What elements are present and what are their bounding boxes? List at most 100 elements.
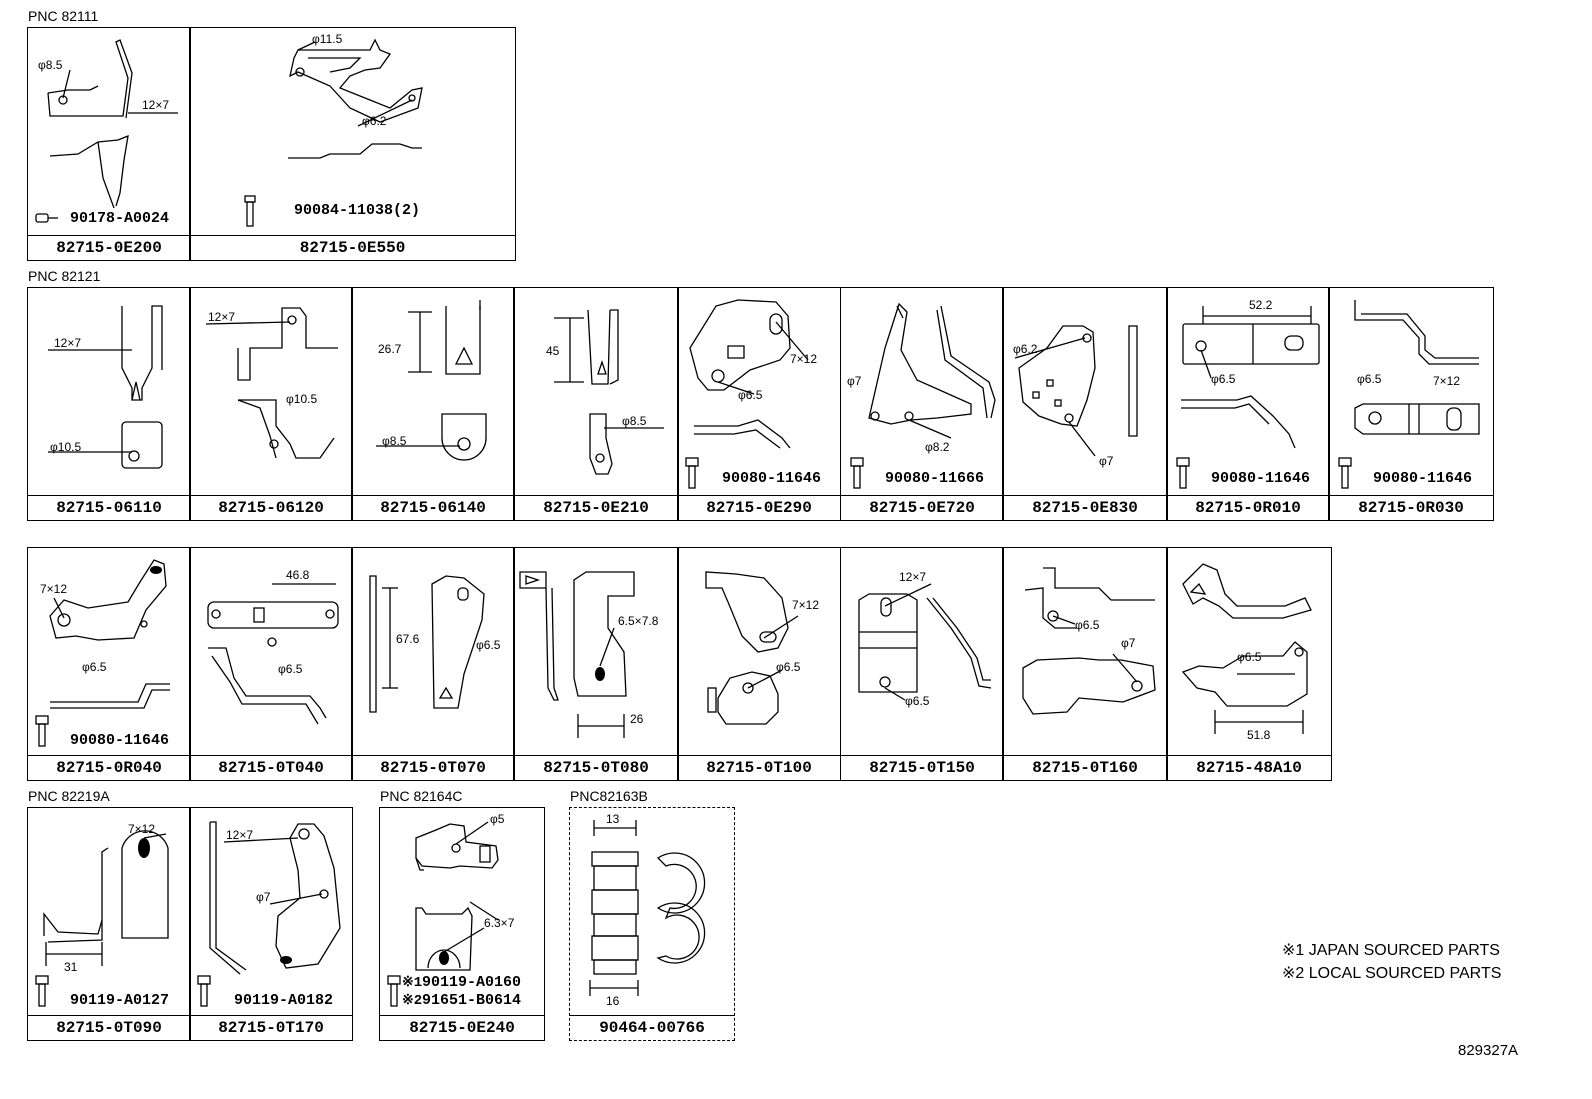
dim-label: 12×7	[208, 310, 236, 324]
dim-label: φ6.2	[362, 114, 387, 128]
part-number-label: 82715-0E240	[380, 1015, 544, 1040]
dim-label: φ6.5	[776, 660, 801, 674]
dim-label: 67.6	[396, 632, 420, 646]
dim-label: 45	[546, 344, 560, 358]
part-cell-82715-0t090[interactable]: 7×12 31 90119-A0127 82715-0T090	[27, 807, 191, 1041]
part-cell-90464-00766[interactable]: 13 16 90464-00766	[569, 807, 735, 1041]
dim-label: φ6.5	[905, 694, 930, 708]
dim-label: φ11.5	[312, 32, 343, 46]
bolt-part-number: 90119-A0160	[422, 974, 522, 991]
dim-label: 7×12	[128, 822, 156, 836]
bracket-drawing	[1181, 563, 1312, 734]
dim-label: φ5	[490, 812, 505, 826]
part-cell-82715-0r010[interactable]: 52.2 φ6.5 90080-11646 82715-0R010	[1166, 287, 1330, 521]
part-cell-82715-48a10[interactable]: φ6.5 51.8 82715-48A10	[1166, 547, 1332, 781]
part-number-label: 82715-0E830	[1003, 495, 1167, 520]
dim-label: 13	[606, 812, 620, 826]
dim-label: 6.5×7.8	[618, 614, 659, 628]
part-number-label: 82715-0T100	[678, 755, 840, 780]
bracket-drawing	[35, 39, 178, 223]
group-header-82111: PNC 82111	[28, 8, 99, 24]
dim-label: φ6.5	[476, 638, 501, 652]
part-number-label: 82715-0T150	[841, 755, 1003, 780]
part-cell-82715-0t040[interactable]: 46.8 φ6.5 82715-0T040	[189, 547, 353, 781]
bolt-part-number: 90119-A0182	[234, 992, 334, 1009]
dim-label: φ10.5	[50, 440, 82, 454]
group-header-82121: PNC 82121	[28, 268, 101, 284]
bolt-part-number: 90080-11666	[885, 470, 985, 487]
part-number-label: 82715-06140	[352, 495, 514, 520]
part-cell-82715-0t170[interactable]: 12×7 φ7 90119-A0182 82715-0T170	[189, 807, 353, 1041]
note-japan-sourced: ※1 JAPAN SOURCED PARTS	[1282, 942, 1500, 959]
note-local-sourced: ※2 LOCAL SOURCED PARTS	[1282, 965, 1502, 982]
part-cell-82715-0e830[interactable]: φ6.2 φ7 82715-0E830	[1002, 287, 1168, 521]
clamp-drawing	[589, 820, 706, 996]
part-number-label: 82715-0E550	[190, 235, 515, 260]
dim-label: 6.3×7	[484, 916, 515, 930]
bracket-drawing	[1022, 567, 1156, 715]
bracket-drawing	[197, 821, 341, 1007]
dim-label: φ6.5	[738, 388, 763, 402]
dim-label: 7×12	[792, 598, 820, 612]
part-cell-82715-0e550[interactable]: φ11.5 φ6.2 90084-11038(2) 82715-0E550	[189, 27, 516, 261]
bolt-part-number: 90080-11646	[1211, 470, 1311, 487]
local-marker: ※2	[402, 993, 423, 1009]
part-cell-82715-0e720[interactable]: φ7 φ8.2 90080-11666 82715-0E720	[840, 287, 1004, 521]
dim-label: 26	[630, 712, 644, 726]
part-cell-82715-0r040[interactable]: 7×12 φ6.5 90080-11646 82715-0R040	[27, 547, 191, 781]
part-cell-82715-06140[interactable]: 26.7 φ8.5 82715-06140	[351, 287, 515, 521]
dim-label: φ6.5	[1237, 650, 1262, 664]
part-cell-82715-0e290[interactable]: 7×12 φ6.5 90080-11646 82715-0E290	[677, 287, 841, 521]
bracket-drawing	[858, 583, 992, 701]
part-cell-82715-0e240[interactable]: φ5 6.3×7 ※1 90119-A0160 ※2 91651-B0614 8…	[379, 807, 545, 1041]
dim-label: 7×12	[40, 582, 68, 596]
part-number-label: 82715-0T090	[28, 1015, 190, 1040]
part-number-label: 82715-0E720	[841, 495, 1003, 520]
dim-label: 26.7	[378, 342, 402, 356]
part-number-label: 82715-0T070	[352, 755, 514, 780]
japan-marker: ※1	[402, 975, 423, 991]
dim-label: 7×12	[1433, 374, 1461, 388]
part-cell-82715-0e210[interactable]: 45 φ8.5 82715-0E210	[513, 287, 679, 521]
part-cell-82715-0t150[interactable]: 12×7 φ6.5 82715-0T150	[840, 547, 1004, 781]
bracket-drawing	[705, 571, 799, 725]
part-cell-82715-0e200[interactable]: φ8.5 12×7 90178-A0024 82715-0E200	[27, 27, 191, 261]
part-number-label: 82715-0E210	[514, 495, 678, 520]
dim-label: φ7	[256, 890, 271, 904]
part-cell-82715-0t080[interactable]: 6.5×7.8 26 82715-0T080	[513, 547, 679, 781]
bolt-part-number: 90080-11646	[722, 470, 822, 487]
part-cell-82715-0t070[interactable]: 67.6 φ6.5 82715-0T070	[351, 547, 515, 781]
dim-label: φ10.5	[286, 392, 318, 406]
part-number-label: 82715-0T080	[514, 755, 678, 780]
bolt-part-number: 90084-11038(2)	[294, 202, 421, 219]
part-cell-82715-06120[interactable]: 12×7 φ10.5 82715-06120	[189, 287, 353, 521]
part-number-label: 82715-0T160	[1003, 755, 1167, 780]
bracket-drawing	[685, 299, 809, 489]
dim-label: 52.2	[1249, 298, 1273, 312]
dim-label: 12×7	[54, 336, 82, 350]
dim-label: 12×7	[142, 98, 170, 112]
bolt-part-number: 90178-A0024	[70, 210, 170, 227]
dim-label: 7×12	[790, 352, 818, 366]
dim-label: 12×7	[226, 828, 254, 842]
part-number-label: 82715-48A10	[1167, 755, 1331, 780]
bracket-drawing	[48, 305, 163, 469]
part-cell-82715-0t160[interactable]: φ6.5 φ7 82715-0T160	[1002, 547, 1168, 781]
part-number-label: 82715-0R030	[1329, 495, 1493, 520]
part-cell-82715-06110[interactable]: 12×7 φ10.5 82715-06110	[27, 287, 191, 521]
bracket-drawing	[244, 38, 423, 227]
dim-label: 12×7	[899, 570, 927, 584]
bracket-drawing	[207, 583, 339, 725]
part-cell-82715-0t100[interactable]: 7×12 φ6.5 82715-0T100	[677, 547, 841, 781]
part-number-label: 82715-0T170	[190, 1015, 352, 1040]
bracket-drawing	[387, 821, 499, 1007]
dim-label: φ6.2	[1013, 342, 1038, 356]
bracket-drawing	[850, 302, 996, 489]
bracket-drawing	[376, 300, 487, 461]
part-cell-82715-0r030[interactable]: φ6.5 7×12 90080-11646 82715-0R030	[1328, 287, 1494, 521]
group-header-82163b: PNC82163B	[570, 788, 648, 804]
part-number-label: 82715-0R010	[1167, 495, 1329, 520]
bracket-drawing	[205, 307, 338, 459]
part-number-label: 82715-0T040	[190, 755, 352, 780]
bracket-drawing	[554, 309, 664, 475]
